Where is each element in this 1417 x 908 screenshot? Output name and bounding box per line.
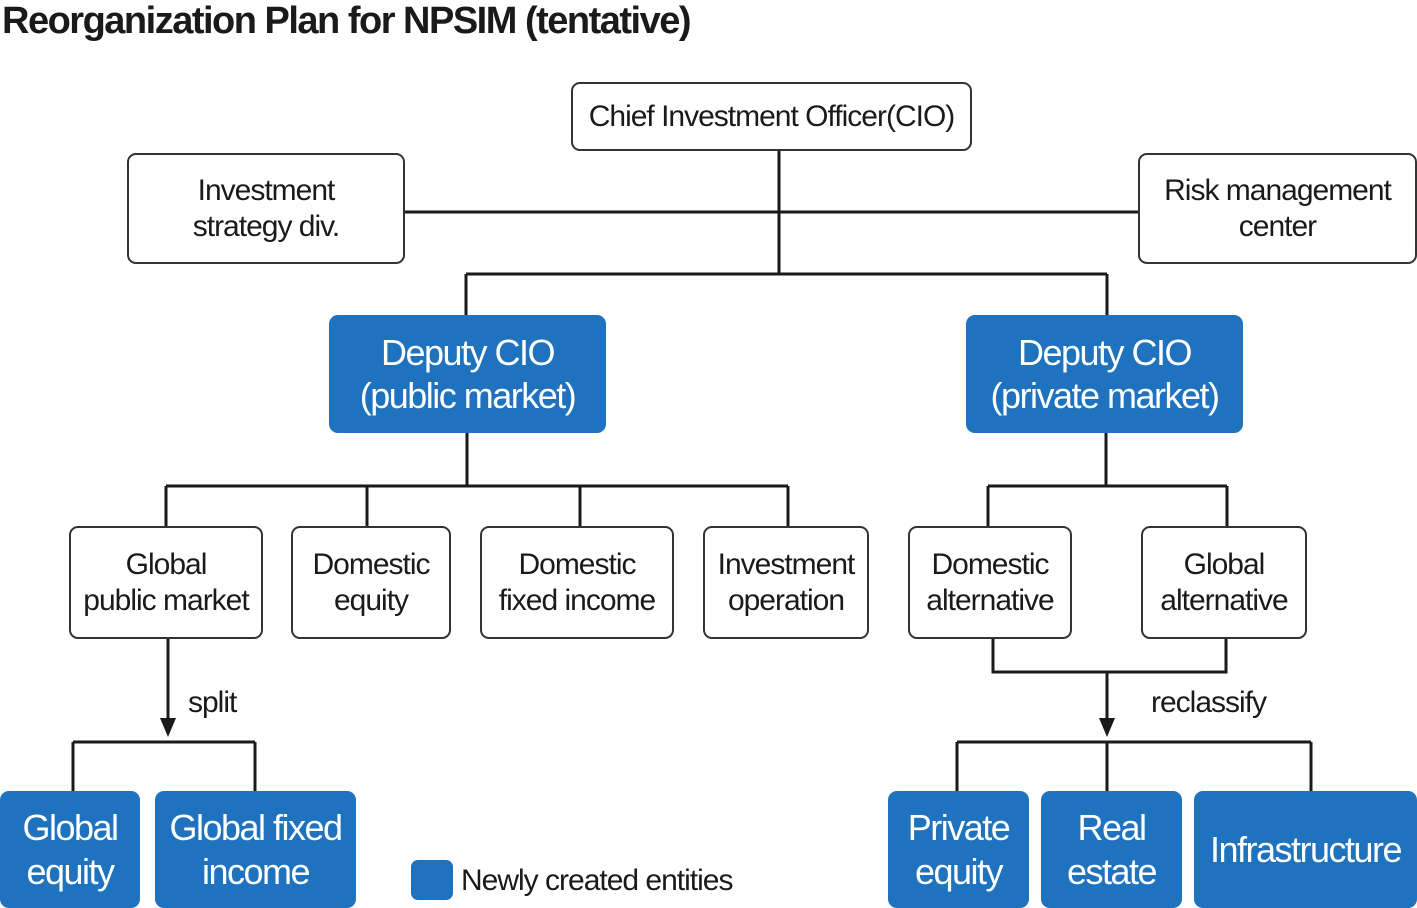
node-investment-operation: Investment operation — [703, 526, 869, 639]
node-real-estate: Real estate — [1041, 791, 1182, 908]
split-label: split — [188, 686, 237, 719]
legend-swatch — [411, 860, 453, 900]
node-infrastructure: Infrastructure — [1194, 791, 1417, 908]
node-cio: Chief Investment Officer(CIO) — [571, 82, 972, 151]
node-private-equity: Private equity — [888, 791, 1029, 908]
node-deputy-cio-public: Deputy CIO (public market) — [329, 315, 606, 433]
node-deputy-cio-private: Deputy CIO (private market) — [966, 315, 1243, 433]
node-domestic-fixed-income: Domestic fixed income — [480, 526, 674, 639]
legend-label: Newly created entities — [461, 864, 733, 897]
node-global-equity: Global equity — [0, 791, 140, 908]
reclassify-label: reclassify — [1151, 686, 1267, 719]
node-investment-strategy: Investment strategy div. — [127, 153, 405, 264]
node-global-alternative: Global alternative — [1141, 526, 1307, 639]
node-risk-management: Risk management center — [1138, 153, 1417, 264]
node-domestic-alternative: Domestic alternative — [908, 526, 1072, 639]
node-domestic-equity: Domestic equity — [291, 526, 451, 639]
reclassify-arrowhead — [1099, 718, 1115, 737]
diagram-title: Reorganization Plan for NPSIM (tentative… — [2, 0, 692, 42]
node-global-fixed-income: Global fixed income — [155, 791, 356, 908]
split-arrowhead — [160, 718, 176, 737]
node-global-public-market: Global public market — [69, 526, 263, 639]
